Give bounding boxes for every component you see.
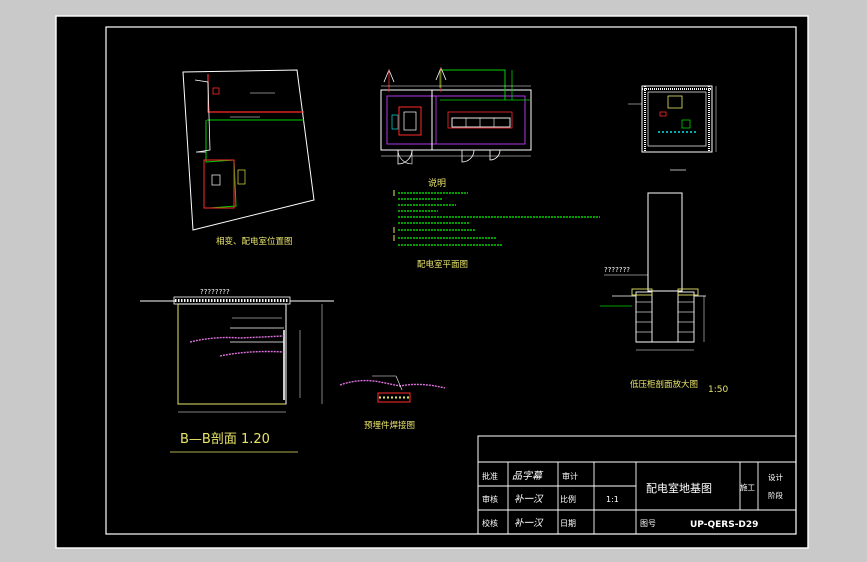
cabinet-base-yellow-l	[631, 288, 653, 296]
section-bb-diagram: ???????? B—B剖面 1.20	[140, 288, 334, 453]
section-bb-title: B—B剖面 1.20	[180, 432, 270, 447]
floor-cabinet-row	[451, 117, 511, 128]
audit-label: 审计	[562, 471, 578, 481]
embed-leader-2	[395, 375, 403, 391]
floor-transformer-inner	[403, 111, 417, 131]
section-bracket-lower	[219, 350, 285, 357]
floor-door-2	[397, 149, 413, 165]
cabinet-section-scale: 1:50	[708, 385, 728, 395]
embed-weld-line	[339, 379, 446, 389]
embed-detail-diagram: 预埋件焊接图	[339, 375, 446, 431]
cabinet-section-diagram: ??????? 低压柜剖面放大图 1:50	[600, 192, 728, 395]
floor-cabinet-red	[447, 111, 513, 129]
number-value: UP-QERS-D29	[690, 520, 758, 530]
review-signature: 补一汉	[514, 494, 544, 505]
site-plan-title: 相变、配电室位置图	[216, 236, 293, 247]
site-plan-diagram: 相变、配电室位置图	[182, 69, 315, 247]
title-block: 批准 品字幕 审计 审核 补一汉 比例 1:1 校核 补一汉 日期 配电室地基图…	[477, 435, 797, 535]
site-inner-white	[194, 79, 211, 153]
notes-block: 说明	[393, 177, 600, 246]
title-block-frame	[477, 435, 797, 535]
small-section-diagram	[628, 85, 717, 171]
floor-cable-trench	[439, 69, 506, 100]
floor-inner-wall	[386, 95, 526, 145]
cabinet-section-title: 低压柜剖面放大图	[630, 379, 698, 390]
floor-plan-diagram: 配电室平面图	[380, 66, 532, 270]
floor-door-4	[489, 149, 501, 161]
drawing-frame	[105, 26, 797, 535]
site-small-yellow	[237, 169, 246, 185]
scale-label: 比例	[560, 494, 576, 504]
small-section-box-yellow	[667, 95, 683, 109]
floor-plan-title: 配电室平面图	[417, 259, 468, 270]
floor-outer-wall	[380, 89, 532, 151]
small-section-outer	[641, 85, 713, 153]
stage-label: 施工	[740, 482, 755, 492]
scale-value: 1:1	[606, 495, 619, 504]
design-label: 设计	[768, 472, 783, 482]
drawing-title: 配电室地基图	[646, 481, 712, 495]
small-section-inner	[647, 91, 707, 147]
approve-signature: 品字幕	[512, 470, 544, 482]
floor-door-3	[461, 149, 475, 163]
check-label: 校核	[482, 518, 498, 528]
cabinet-top-label: ???????	[604, 266, 630, 274]
small-section-red	[659, 111, 667, 117]
review-label: 审核	[482, 494, 498, 504]
date-label: 日期	[560, 519, 576, 528]
number-label: 图号	[640, 519, 656, 528]
section-top-label: ????????	[200, 288, 230, 296]
floor-transformer	[398, 106, 422, 136]
site-outline	[182, 69, 315, 231]
small-section-green	[681, 119, 691, 129]
site-building-red	[203, 159, 235, 209]
embed-detail-title: 预埋件焊接图	[364, 420, 415, 431]
cabinet-base-yellow-r	[677, 288, 699, 296]
phase-label: 阶段	[768, 490, 783, 500]
cabinet-body	[647, 192, 683, 292]
site-small-red	[212, 87, 220, 95]
floor-transformer-cyan	[391, 114, 399, 130]
embed-plate	[377, 392, 411, 403]
approve-label: 批准	[482, 471, 498, 481]
section-bracket-upper	[189, 335, 285, 343]
notes-heading: 说明	[428, 177, 446, 189]
check-signature: 补一汉	[514, 518, 544, 529]
site-small-white	[211, 174, 221, 186]
